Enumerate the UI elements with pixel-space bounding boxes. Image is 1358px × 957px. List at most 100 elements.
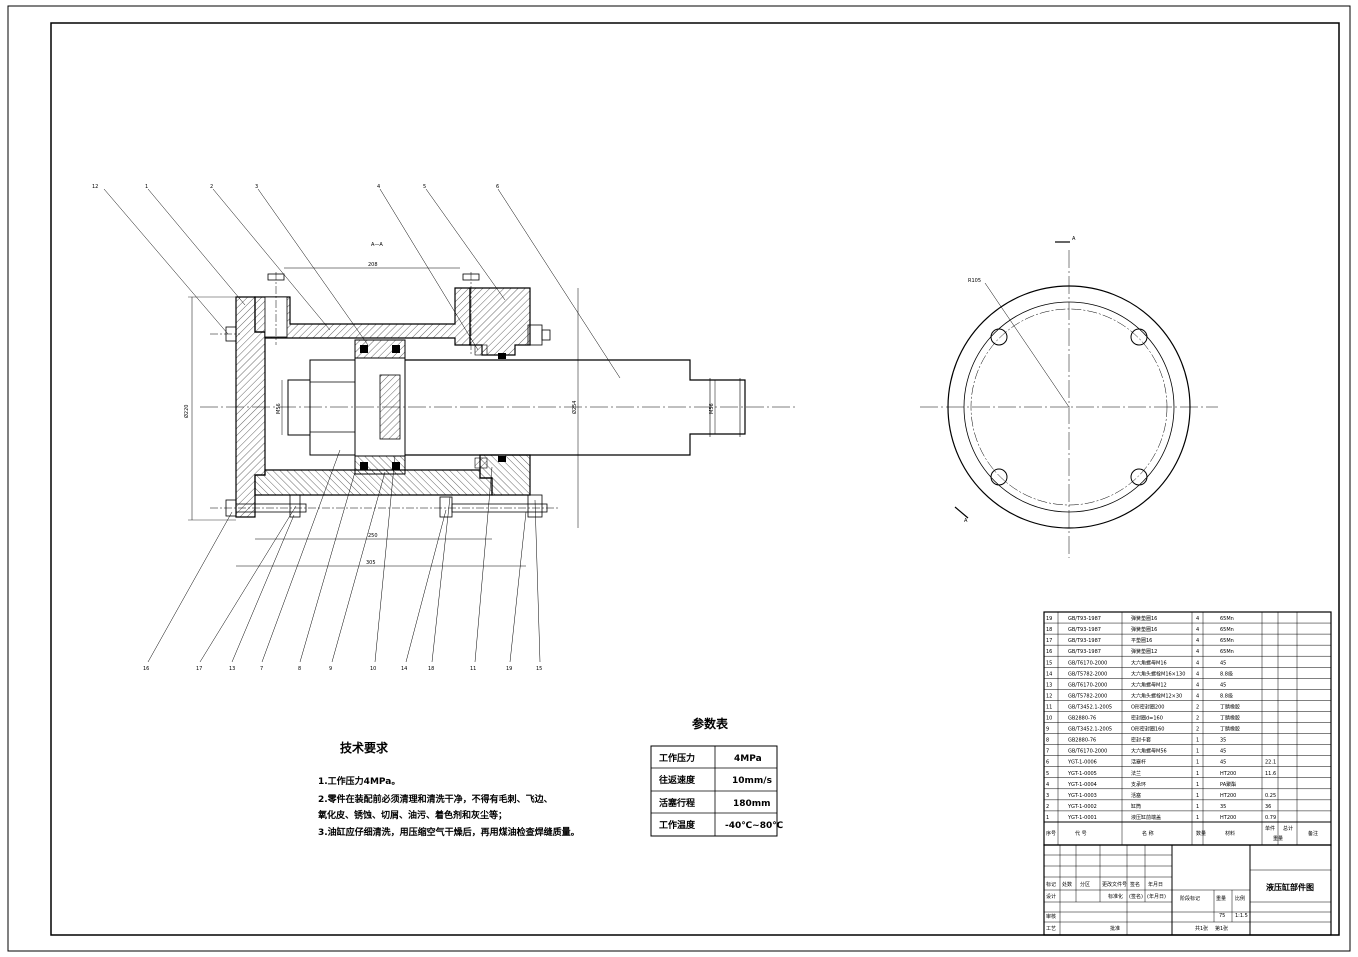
bom-cell: 14 bbox=[1046, 671, 1052, 677]
balloon: 9 bbox=[329, 666, 332, 672]
bom-cell: 平垫圈16 bbox=[1131, 637, 1152, 644]
bom-cell: GB2880-76 bbox=[1068, 716, 1096, 722]
param-value: 4MPa bbox=[734, 754, 762, 764]
bom-cell: 大六角螺母M12 bbox=[1131, 681, 1167, 688]
parameter-table: 参数表 工作压力 4MPa 往返速度 10mm/s 活塞行程 180mm 工作温… bbox=[650, 716, 783, 837]
tb-row2: (年月日) bbox=[1147, 893, 1166, 900]
tb-row1: 处数 bbox=[1062, 881, 1072, 888]
dim-r105: R105 bbox=[968, 278, 981, 284]
bom-cell: 液压缸前端盖 bbox=[1131, 814, 1161, 821]
bom-cell: 3 bbox=[1046, 793, 1049, 799]
dim-d220: Ø220 bbox=[183, 405, 190, 418]
bom-cell: 10 bbox=[1046, 716, 1052, 722]
bom-cell: 0.25 bbox=[1265, 793, 1276, 799]
param-key: 工作温度 bbox=[659, 819, 696, 831]
bom-cell: GB/T93-1987 bbox=[1068, 627, 1101, 633]
tb-row1: 年月日 bbox=[1148, 881, 1163, 888]
bom-cell: 35 bbox=[1220, 804, 1226, 810]
section-label: A—A bbox=[371, 242, 383, 248]
balloon: 10 bbox=[370, 666, 376, 672]
bom-cell: 大六角头螺栓M12×30 bbox=[1131, 692, 1182, 699]
bom-cell: 大六角螺母M16 bbox=[1131, 659, 1167, 666]
tb-weight: 75 bbox=[1219, 913, 1225, 919]
bom-header: 代 号 bbox=[1075, 830, 1087, 837]
tb-row2: 设计 bbox=[1046, 893, 1056, 900]
tb-sheets-total: 共1张 bbox=[1195, 925, 1208, 932]
bom-cell: 45 bbox=[1220, 682, 1226, 688]
piston-rod bbox=[405, 344, 746, 469]
bom-cell: 活塞杆 bbox=[1131, 759, 1146, 766]
tech-title: 技术要求 bbox=[340, 740, 389, 755]
param-key: 活塞行程 bbox=[659, 797, 695, 809]
bom-cell: GB/T6170-2000 bbox=[1068, 682, 1107, 688]
tb-stage: 阶段标记 bbox=[1180, 895, 1200, 902]
tb-row1: 签名 bbox=[1130, 881, 1140, 888]
bom-cell: 22.1 bbox=[1265, 760, 1276, 766]
bom-cell: 16 bbox=[1046, 649, 1052, 655]
bom-cell: 65Mn bbox=[1220, 627, 1234, 633]
bom-cell: 4 bbox=[1196, 638, 1199, 644]
bom-cell: GB2880-76 bbox=[1068, 738, 1096, 744]
bom-cell: 65Mn bbox=[1220, 638, 1234, 644]
bom-cell: 丁腈橡胶 bbox=[1220, 726, 1240, 733]
bom-cell: YGT-1-0001 bbox=[1067, 815, 1097, 821]
bom-cell: YGT-1-0006 bbox=[1067, 760, 1097, 766]
bom-cell: 4 bbox=[1196, 616, 1199, 622]
balloon-labels: 12 1 2 3 4 5 6 16 17 13 7 8 9 10 14 18 1… bbox=[92, 184, 542, 672]
bom-cell: 弹簧垫圈16 bbox=[1131, 615, 1157, 622]
bom-cell: O形密封圈160 bbox=[1131, 726, 1164, 733]
tech-line: 2.零件在装配前必须清理和清洗干净，不得有毛刺、飞边、 bbox=[318, 793, 553, 805]
bom-cell: HT200 bbox=[1220, 815, 1236, 821]
bom-cell: 15 bbox=[1046, 660, 1052, 666]
bom-header: 数量 bbox=[1196, 830, 1206, 837]
balloon: 4 bbox=[377, 184, 380, 190]
balloon: 11 bbox=[470, 666, 476, 672]
piston-nut bbox=[287, 359, 356, 456]
leader-lines bbox=[103, 188, 621, 663]
bom-cell: 45 bbox=[1220, 660, 1226, 666]
bom-cell: 13 bbox=[1046, 682, 1052, 688]
title-block: 标记 处数 分区 更改文件号 签名 年月日 设计 标准化 (签名) (年月日) … bbox=[1043, 844, 1332, 936]
tb-scale-label: 比例 bbox=[1235, 895, 1245, 902]
tb-row1: 分区 bbox=[1080, 881, 1090, 888]
bom-header-sub: 重量 bbox=[1273, 835, 1283, 842]
bom-header: 名 称 bbox=[1142, 830, 1154, 837]
bom-cell: 1 bbox=[1046, 815, 1049, 821]
bom-cell: 1 bbox=[1196, 760, 1199, 766]
bom-cell: 大六角螺母M56 bbox=[1131, 748, 1167, 755]
balloon: 16 bbox=[143, 666, 149, 672]
bom-cell: 法兰 bbox=[1131, 770, 1141, 777]
bom-cell: 活塞 bbox=[1131, 792, 1141, 799]
tech-line: 1.工作压力4MPa。 bbox=[318, 775, 400, 787]
tb-scale: 1:1.5 bbox=[1235, 913, 1248, 919]
bom-cell: 5 bbox=[1046, 771, 1049, 777]
bom-cell: 2 bbox=[1196, 727, 1199, 733]
tb-row2: (签名) bbox=[1129, 893, 1143, 900]
bom-cell: 35 bbox=[1220, 738, 1226, 744]
bom-cell: 4 bbox=[1196, 682, 1199, 688]
bom-cell: 2 bbox=[1196, 704, 1199, 710]
bom-cell: 11 bbox=[1046, 704, 1052, 710]
bom-cell: 1 bbox=[1196, 738, 1199, 744]
tie-bolts bbox=[210, 326, 560, 518]
flange bbox=[469, 287, 551, 518]
dim-208: 208 bbox=[368, 262, 378, 268]
bom-cell: 4 bbox=[1196, 649, 1199, 655]
bom-cell: 45 bbox=[1220, 749, 1226, 755]
drawing-name: 液压缸部件图 bbox=[1266, 882, 1314, 892]
bom-cell: GB/T93-1987 bbox=[1068, 638, 1101, 644]
bom-cell: 4 bbox=[1196, 671, 1199, 677]
bom-cell: 1 bbox=[1196, 815, 1199, 821]
bom-cell: 1 bbox=[1196, 782, 1199, 788]
bom-header: 序号 bbox=[1046, 830, 1056, 837]
bom-cell: 支承环 bbox=[1131, 781, 1146, 788]
section-view: A—A bbox=[92, 184, 795, 672]
bom-cell: GB/T3452.1-2005 bbox=[1068, 704, 1112, 710]
technical-requirements: 技术要求 1.工作压力4MPa。 2.零件在装配前必须清理和清洗干净，不得有毛刺… bbox=[317, 740, 580, 838]
bom-header: 单件 bbox=[1265, 825, 1275, 832]
bom-cell: 2 bbox=[1046, 804, 1049, 810]
bom-cell: 大六角头螺栓M16×130 bbox=[1131, 670, 1185, 677]
piston bbox=[354, 339, 406, 475]
